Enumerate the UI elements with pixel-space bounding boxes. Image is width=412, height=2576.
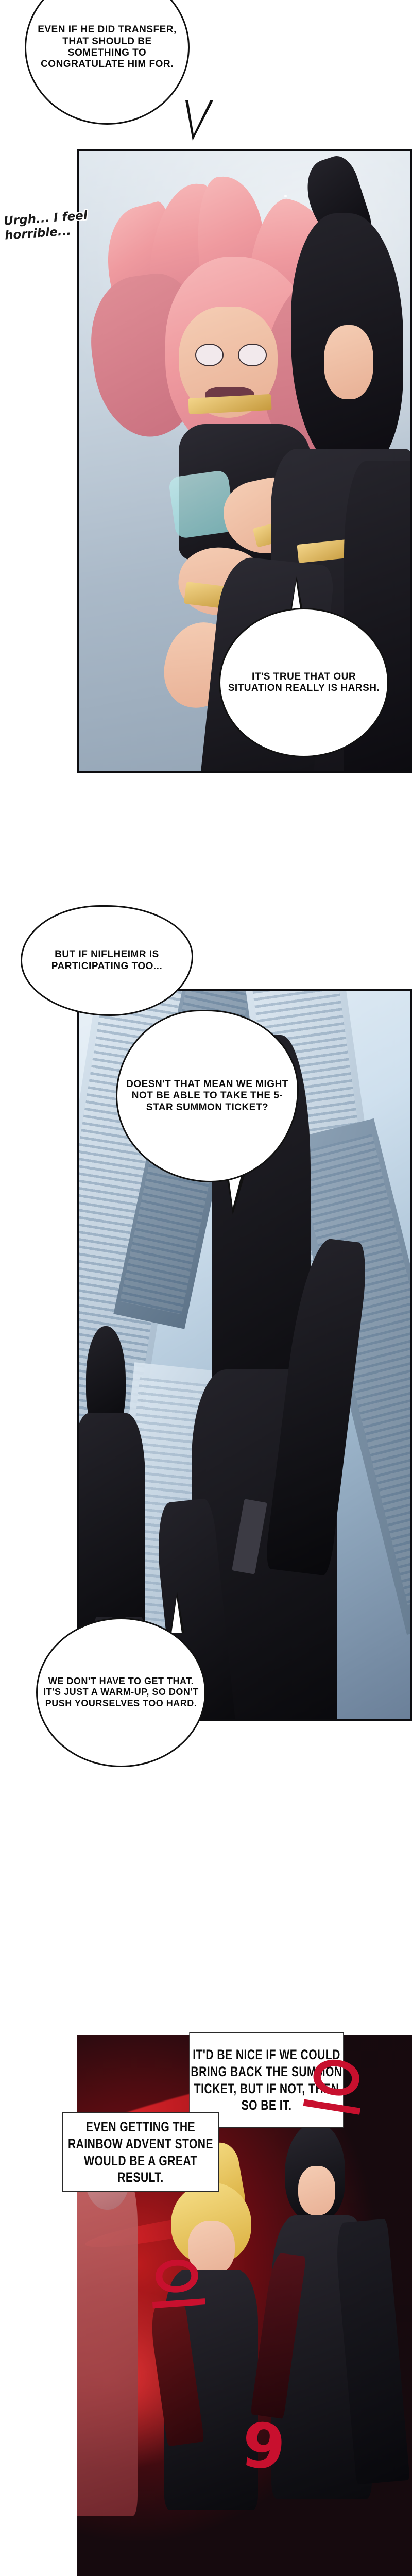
bubble-doesnt-that-mean: DOESN'T THAT MEAN WE MIGHT NOT BE ABLE T… (116, 1010, 299, 1182)
narration-rainbow-advent-stone: EVEN GETTING THE RAINBOW ADVENT STONE WO… (62, 2112, 219, 2192)
bubble-but-if-niflheimr-text: BUT IF NIFLHEIMR IS PARTICIPATING TOO... (51, 949, 163, 972)
bubble-its-true: IT'S TRUE THAT OUR SITUATION REALLY IS H… (219, 608, 389, 757)
sfx-panel3-bottom-text: 9 (238, 2409, 289, 2485)
sfx-panel3-mid: 으 (147, 2249, 209, 2325)
bubble-its-true-text: IT'S TRUE THAT OUR SITUATION REALLY IS H… (228, 671, 380, 693)
sfx-panel3-top: 으 (298, 2046, 371, 2133)
narration-rainbow-advent-stone-text: EVEN GETTING THE RAINBOW ADVENT STONE WO… (68, 2119, 213, 2185)
bubble-doesnt-that-mean-text: DOESN'T THAT MEAN WE MIGHT NOT BE ABLE T… (126, 1078, 288, 1113)
bubble-we-dont-have-text: WE DON'T HAVE TO GET THAT. IT'S JUST A W… (43, 1676, 199, 1708)
bubble-but-if-niflheimr: BUT IF NIFLHEIMR IS PARTICIPATING TOO... (21, 905, 193, 1016)
narration-itd-be-nice: IT'D BE NICE IF WE COULD BRING BACK THE … (189, 2032, 344, 2128)
hand-urgh-text: Urgh... I feel horrible... (3, 209, 88, 243)
sfx-panel3-bottom: 9 (238, 2409, 289, 2485)
bubble-even-if-he: EVEN IF HE DID TRANSFER, THAT SHOULD BE … (25, 0, 190, 125)
bubble-even-if-he-text: EVEN IF HE DID TRANSFER, THAT SHOULD BE … (38, 24, 177, 70)
sfx-panel3-top-text: 으 (298, 2045, 371, 2133)
bubble-we-dont-have: WE DON'T HAVE TO GET THAT. IT'S JUST A W… (36, 1618, 206, 1767)
sfx-panel3-mid-text: 으 (147, 2249, 209, 2325)
narration-itd-be-nice-text: IT'D BE NICE IF WE COULD BRING BACK THE … (191, 2046, 342, 2113)
